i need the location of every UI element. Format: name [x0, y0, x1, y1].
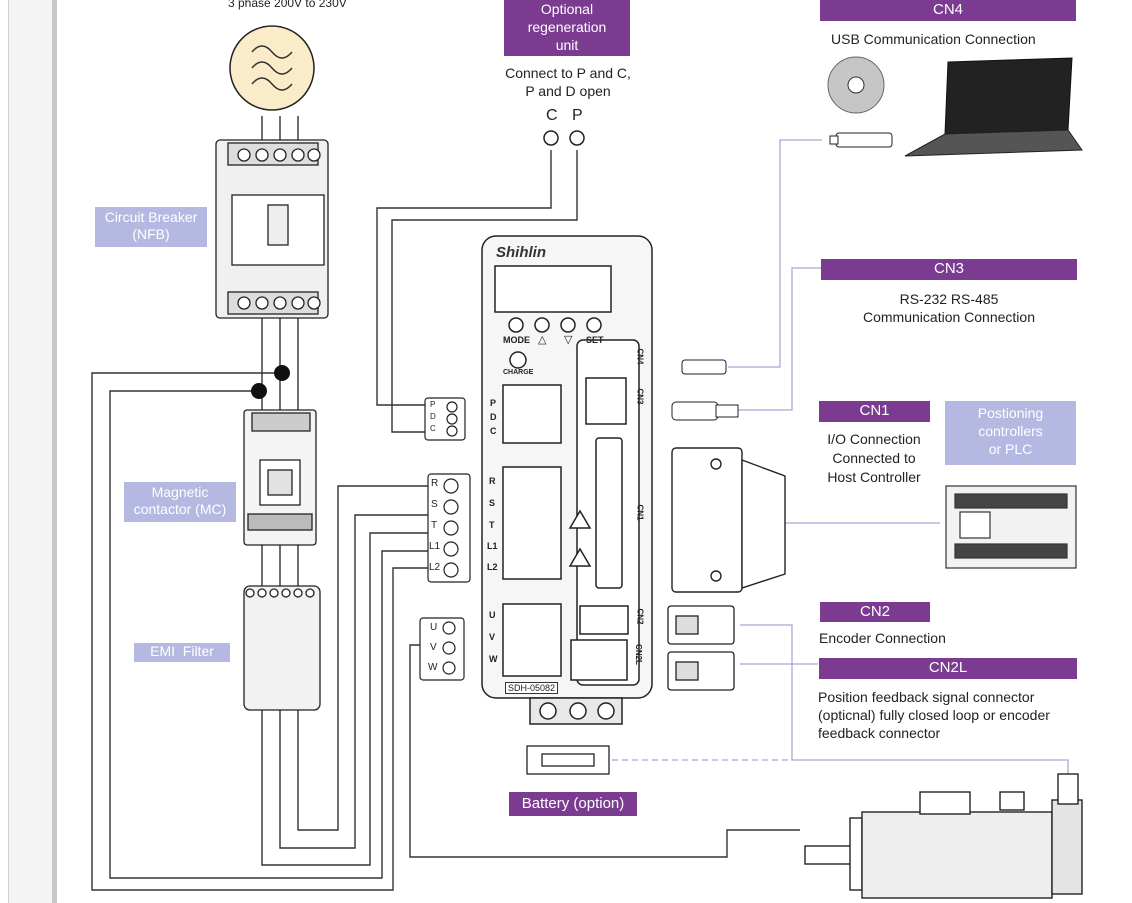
power-plug-l2: L2: [429, 562, 441, 573]
pdc-plug-p: P: [430, 400, 436, 409]
magnetic-contactor-device: [243, 409, 317, 546]
drive-port-cn2: CN2: [635, 608, 645, 625]
power-plug-t: T: [431, 520, 438, 531]
power-plug-s: S: [431, 499, 438, 510]
usb-plug-small-icon: [681, 359, 727, 375]
drive-port-cn1: CN1: [635, 504, 645, 521]
regen-terminal-p-label: P: [572, 107, 583, 124]
drive-port-cn3: CN3: [635, 388, 645, 405]
regen-note: Connect to P and C, P and D open: [505, 65, 631, 99]
power-plug-r: R: [431, 478, 439, 489]
drive-term-u: U: [489, 610, 496, 620]
uvw-plug-v: V: [430, 642, 437, 653]
cn2l-plug: [667, 651, 735, 691]
servo-drive: [481, 235, 653, 725]
cn2l-desc: Position feedback signal connector (opti…: [818, 689, 1050, 741]
junction-dot-2: [251, 383, 267, 399]
drive-term-l2: L2: [487, 562, 498, 572]
circuit-breaker-label: Circuit Breaker (NFB): [95, 207, 207, 247]
left-margin-bar: [0, 0, 57, 903]
regen-terminal-c: [543, 130, 559, 146]
drive-term-w: W: [489, 654, 498, 664]
cn1-desc: I/O Connection Connected to Host Control…: [827, 431, 921, 485]
power-plug-l1: L1: [429, 541, 441, 552]
drive-term-r: R: [489, 476, 496, 486]
drive-term-d: D: [490, 412, 497, 422]
cn2l-tag: CN2L: [819, 658, 1077, 679]
pdc-plug-d: D: [430, 412, 436, 421]
emi-filter-device: [243, 585, 321, 711]
left-margin-edge: [0, 0, 9, 903]
battery-label: Battery (option): [509, 792, 637, 816]
drive-term-c: C: [490, 426, 497, 436]
cn4-desc: USB Communication Connection: [831, 31, 1036, 47]
drive-mode-label: MODE: [503, 335, 530, 345]
cn1-tag: CN1: [819, 401, 930, 422]
pdc-plug-c: C: [430, 424, 436, 433]
cd-icon: [827, 56, 885, 114]
left-margin-stripe: [52, 0, 57, 903]
uvw-plug-u: U: [430, 622, 438, 633]
uvw-plug: [419, 617, 465, 681]
uvw-plug-w: W: [428, 662, 438, 673]
drive-model: SDH-05082: [505, 682, 559, 694]
magnetic-contactor-label: Magnetic contactor (MC): [124, 482, 236, 522]
junction-dot-1: [274, 365, 290, 381]
cn1-connector: [671, 447, 786, 593]
drive-port-cn4: CN4: [635, 348, 645, 365]
drive-up-label: △: [538, 334, 547, 346]
power-plug: [427, 473, 471, 583]
supply-label: 3 phase 200V to 230V: [228, 0, 347, 10]
battery-device: [526, 745, 610, 775]
plc-device: [945, 485, 1077, 569]
cn2-plug: [667, 605, 735, 645]
regen-terminal-c-label: C: [546, 107, 558, 124]
drive-term-l1: L1: [487, 541, 498, 551]
regen-title: Optional regeneration unit: [504, 0, 630, 56]
drive-set-label: SET: [586, 335, 604, 345]
drive-charge-label: CHARGE: [503, 369, 534, 376]
cn4-tag: CN4: [820, 0, 1076, 21]
ac-supply-symbol: [229, 25, 315, 111]
pdc-plug: [424, 397, 466, 441]
cn3-desc: RS-232 RS-485 Communication Connection: [863, 291, 1035, 325]
emi-filter-label: EMI Filter: [134, 643, 230, 662]
circuit-breaker-device: [215, 139, 329, 319]
laptop-icon: [904, 57, 1083, 157]
drive-term-p: P: [490, 398, 497, 408]
cn3-tag: CN3: [821, 259, 1077, 280]
servo-motor: [804, 773, 1083, 899]
cn2-tag: CN2: [820, 602, 930, 622]
rs232-plug-icon: [671, 401, 739, 421]
usb-plug-icon: [829, 132, 893, 148]
signal-wires: [612, 139, 1069, 778]
drive-port-cn2l: CN2L: [633, 644, 643, 665]
drive-term-v: V: [489, 632, 496, 642]
plc-label: Postioning controllers or PLC: [945, 401, 1076, 465]
drive-term-t: T: [489, 520, 495, 530]
drive-term-s: S: [489, 498, 496, 508]
cn2-desc: Encoder Connection: [819, 630, 946, 646]
drive-down-label: ▽: [564, 334, 573, 346]
drive-brand: Shihlin: [496, 244, 546, 261]
regen-terminal-p: [569, 130, 585, 146]
